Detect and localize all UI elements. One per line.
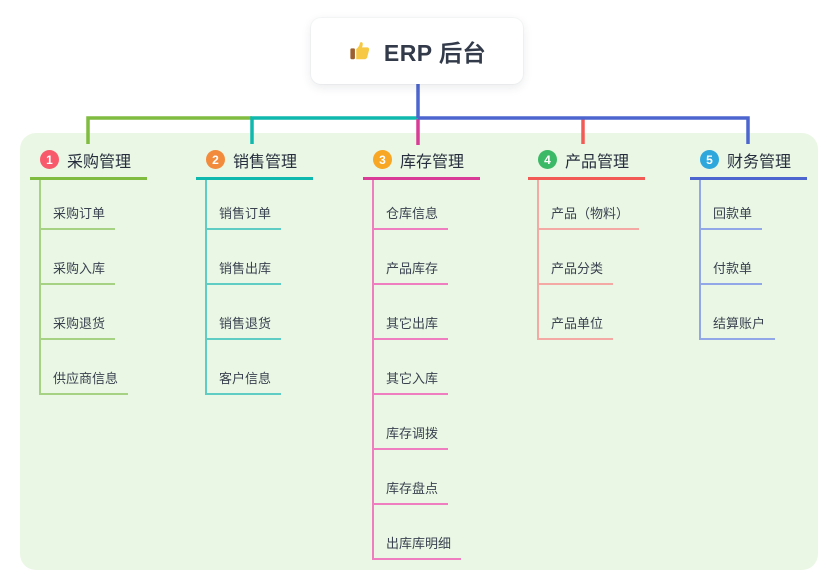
- branch-number-badge: 2: [206, 150, 225, 169]
- node-stock-transfer[interactable]: 库存调拨: [372, 426, 449, 450]
- node-product-stock[interactable]: 产品库存: [372, 261, 449, 285]
- branch-label: 产品管理: [565, 153, 630, 171]
- node-product-category[interactable]: 产品分类: [537, 261, 614, 285]
- branch-label: 采购管理: [67, 153, 132, 171]
- branch-number-badge: 1: [40, 150, 59, 169]
- node-purchase-return[interactable]: 采购退货: [39, 316, 116, 340]
- child-connector-line: [372, 180, 374, 560]
- thumbs-up-icon: [350, 42, 370, 60]
- branch-node-sales[interactable]: 2 销售管理: [196, 146, 313, 180]
- node-warehouse-info[interactable]: 仓库信息: [372, 206, 449, 230]
- branch-node-inventory[interactable]: 3 库存管理: [363, 146, 480, 180]
- branch-label: 库存管理: [400, 153, 465, 171]
- node-customer-info[interactable]: 客户信息: [205, 371, 282, 395]
- node-inout-detail[interactable]: 出库库明细: [372, 536, 462, 560]
- node-purchase-order[interactable]: 采购订单: [39, 206, 116, 230]
- child-connector-line: [537, 180, 539, 340]
- branch-sales: 2 销售管理 销售订单 销售出库 销售退货 客户信息: [196, 146, 313, 395]
- branch-finance: 5 财务管理 回款单 付款单 结算账户: [690, 146, 807, 340]
- branch-node-procurement[interactable]: 1 采购管理: [30, 146, 147, 180]
- node-product-material[interactable]: 产品（物料）: [537, 206, 640, 230]
- node-other-inbound[interactable]: 其它入库: [372, 371, 449, 395]
- branch-number-badge: 4: [538, 150, 557, 169]
- node-sales-order[interactable]: 销售订单: [205, 206, 282, 230]
- branch-node-product[interactable]: 4 产品管理: [528, 146, 645, 180]
- child-connector-line: [205, 180, 207, 395]
- branch-procurement: 1 采购管理 采购订单 采购入库 采购退货 供应商信息: [30, 146, 147, 395]
- branch-inventory: 3 库存管理 仓库信息 产品库存 其它出库 其它入库 库存调拨 库存盘点 出库库…: [363, 146, 480, 560]
- child-connector-line: [699, 180, 701, 340]
- branch-number-badge: 5: [700, 150, 719, 169]
- node-stock-taking[interactable]: 库存盘点: [372, 481, 449, 505]
- node-purchase-inbound[interactable]: 采购入库: [39, 261, 116, 285]
- branch-label: 销售管理: [233, 153, 298, 171]
- node-payment-bill[interactable]: 付款单: [699, 261, 763, 285]
- branch-node-finance[interactable]: 5 财务管理: [690, 146, 807, 180]
- node-settlement-account[interactable]: 结算账户: [699, 316, 776, 340]
- node-receipt-bill[interactable]: 回款单: [699, 206, 763, 230]
- branch-label: 财务管理: [727, 153, 792, 171]
- node-product-unit[interactable]: 产品单位: [537, 316, 614, 340]
- mindmap-canvas-panel: [20, 133, 818, 570]
- root-node-title: ERP 后台: [383, 40, 487, 66]
- node-supplier-info[interactable]: 供应商信息: [39, 371, 129, 395]
- branch-product: 4 产品管理 产品（物料） 产品分类 产品单位: [528, 146, 645, 340]
- node-other-outbound[interactable]: 其它出库: [372, 316, 449, 340]
- root-node-erp[interactable]: ERP 后台: [311, 18, 523, 84]
- node-sales-return[interactable]: 销售退货: [205, 316, 282, 340]
- child-connector-line: [39, 180, 41, 395]
- branch-number-badge: 3: [373, 150, 392, 169]
- node-sales-outbound[interactable]: 销售出库: [205, 261, 282, 285]
